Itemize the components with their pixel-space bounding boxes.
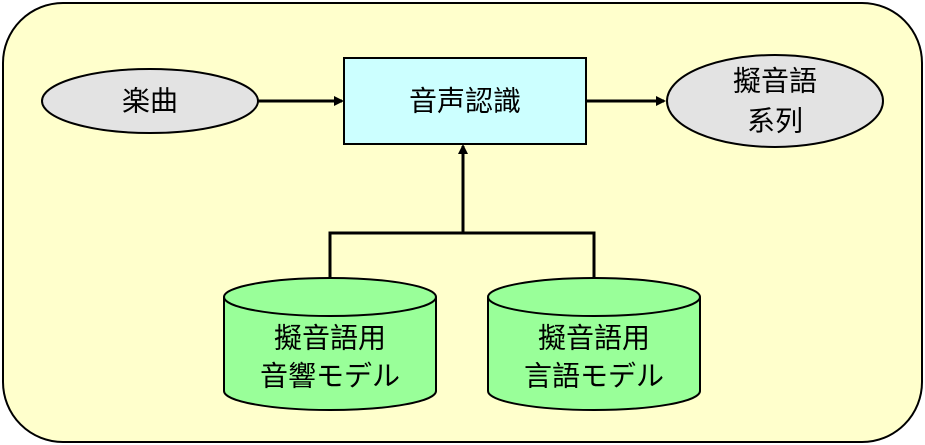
language-model-database: 擬音語用 言語モデル <box>487 277 701 411</box>
acoustic-model-cylinder-body <box>223 297 437 411</box>
acoustic-model-label-line-2: 音響モデル <box>260 360 400 393</box>
output-label-line-1: 擬音語 <box>733 65 817 98</box>
acoustic-model-label-line-1: 擬音語用 <box>274 322 386 355</box>
process-node: 音声認識 <box>343 57 587 145</box>
language-model-cylinder-body <box>487 297 701 411</box>
acoustic-model-cylinder-top <box>223 277 437 317</box>
language-model-label-line-2: 言語モデル <box>524 360 664 393</box>
language-model-cylinder-top <box>487 277 701 317</box>
process-label: 音声認識 <box>409 85 521 118</box>
language-model-label-line-1: 擬音語用 <box>538 322 650 355</box>
output-ellipse <box>666 54 884 148</box>
input-node: 楽曲 <box>41 68 259 134</box>
output-node: 擬音語 系列 <box>666 54 884 148</box>
output-label-line-2: 系列 <box>747 105 803 138</box>
acoustic-model-database: 擬音語用 音響モデル <box>223 277 437 411</box>
input-label: 楽曲 <box>122 85 178 118</box>
